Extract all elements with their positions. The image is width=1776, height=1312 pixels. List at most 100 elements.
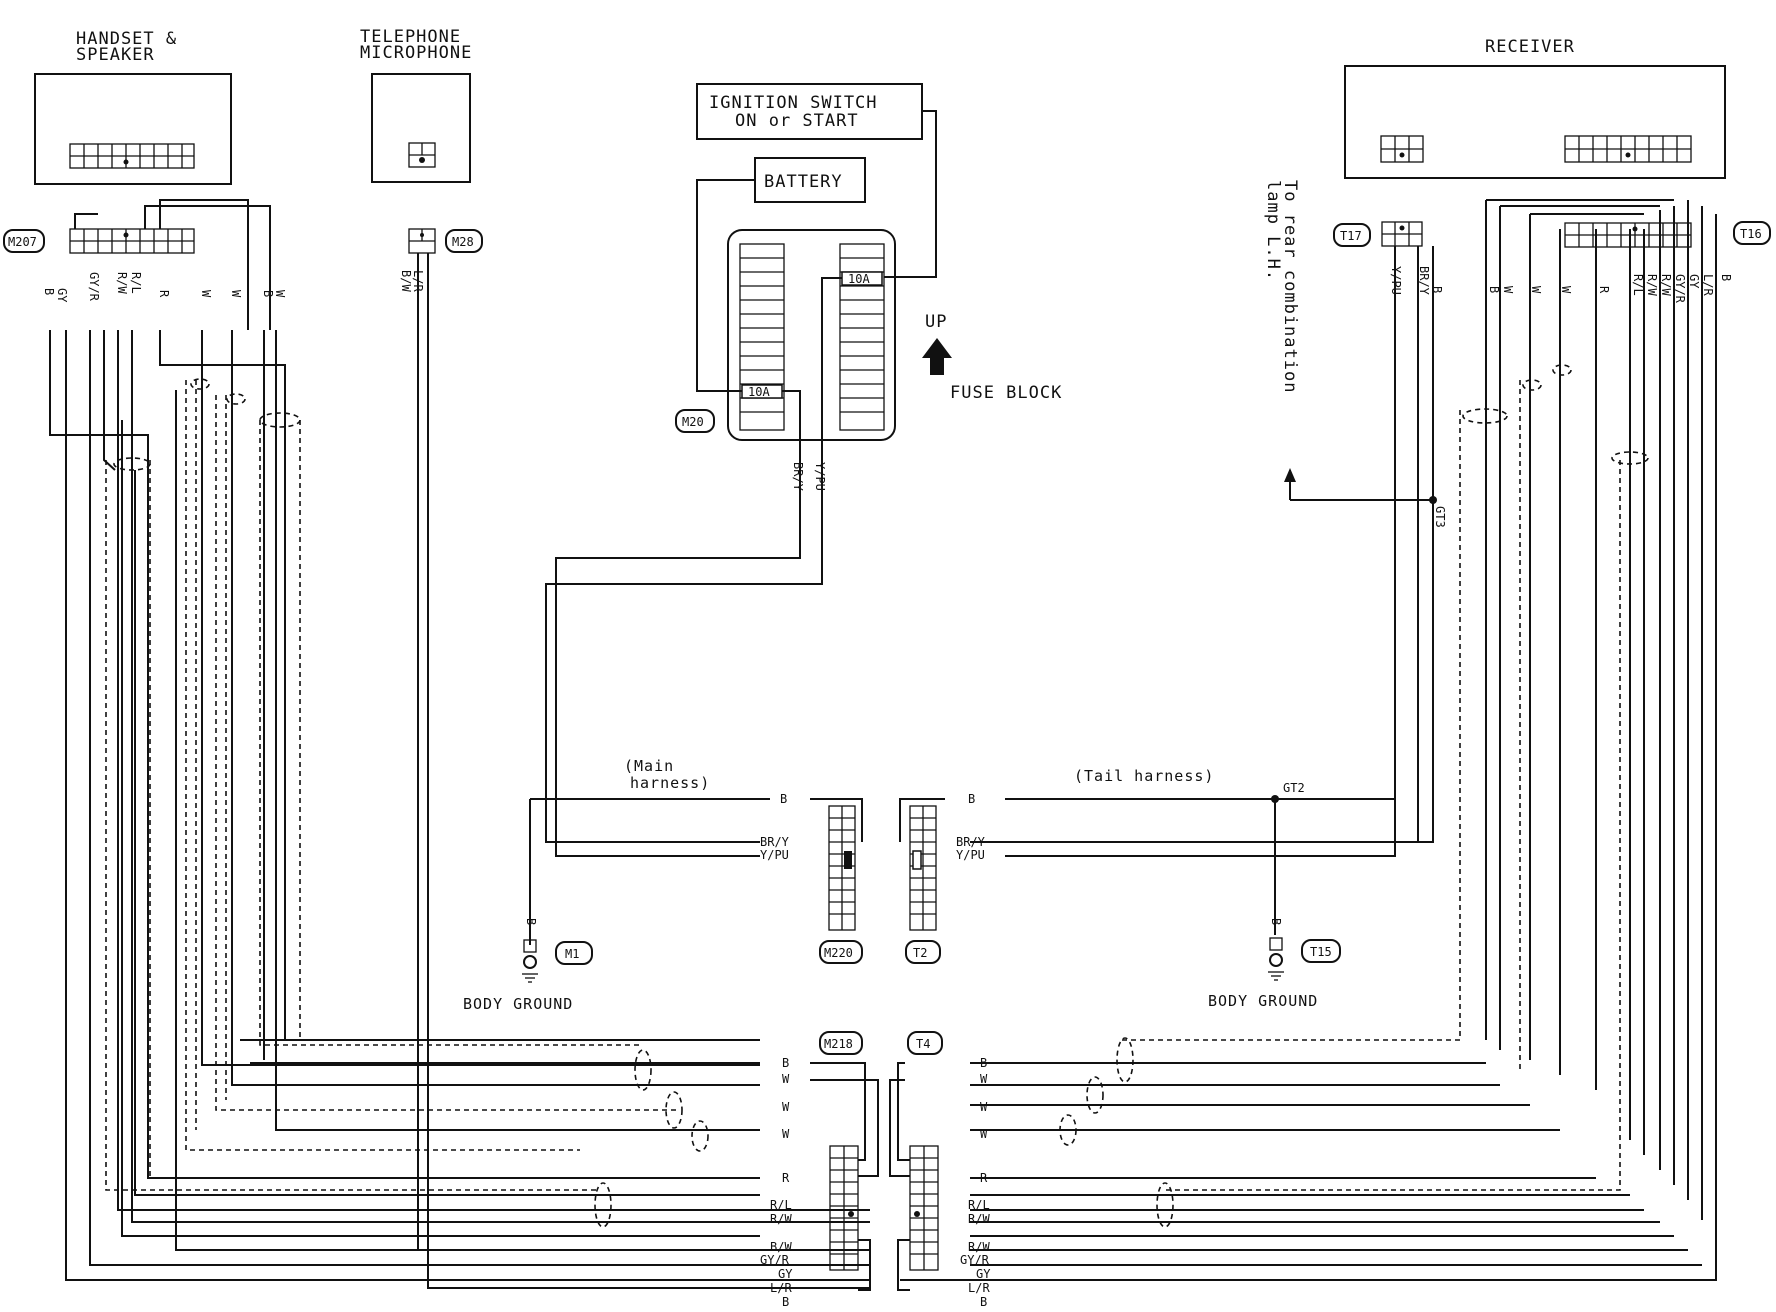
- splice-gt2-label: GT2: [1283, 781, 1305, 795]
- wire-label-bry-fuse: BR/Y: [791, 462, 805, 492]
- t16-wire-w3: W: [1559, 286, 1573, 294]
- m218-wire-lr: L/R: [770, 1281, 792, 1295]
- m218-wire-b: B: [782, 1056, 789, 1070]
- ground-m1: B M1 BODY GROUND: [463, 918, 593, 1013]
- m218-wire-w2: W: [782, 1100, 790, 1114]
- mic-label: TELEPHONE: [360, 27, 461, 47]
- battery: BATTERY: [754, 157, 866, 203]
- connector-m207-label: M207: [8, 235, 37, 249]
- t16-wire-rw: R/W: [1645, 274, 1659, 296]
- t16-wire-r: R: [1597, 286, 1611, 294]
- t16-wire-labels: B W W W R R/L R/W GY/R GY R/W L/R B: [1487, 274, 1733, 304]
- receiver-label: RECEIVER: [1485, 37, 1575, 57]
- ignition-label-2: ON or START: [735, 111, 859, 131]
- tail-harness-label: (Tail harness): [1074, 767, 1214, 785]
- wire-label-ypu-fuse: Y/PU: [813, 462, 827, 491]
- ground-t15: B T15 BODY GROUND: [1208, 918, 1341, 1010]
- fuse-block: 10A 10A UP FUSE BLOCK: [727, 229, 1061, 441]
- fuse-10a-left: 10A: [748, 385, 770, 399]
- t16-wire-rw2: R/W: [1659, 274, 1673, 296]
- connector-t16-label: T16: [1740, 227, 1762, 241]
- t4-wire-rw2: R/W: [968, 1240, 990, 1254]
- splice-gt3-label: GT3: [1433, 506, 1447, 528]
- m207-wire-w1: W: [199, 290, 213, 298]
- ignition-label: IGNITION SWITCH: [709, 93, 878, 113]
- body-ground-right: BODY GROUND: [1208, 992, 1318, 1010]
- t16-wire-gyr: GY/R: [1673, 274, 1687, 304]
- connector-m220: M220: [810, 798, 863, 964]
- left-wire-bundle: [49, 199, 870, 1281]
- connector-t2: T2: [899, 798, 945, 964]
- connector-t17-label: T17: [1340, 229, 1362, 243]
- m207-wire-b2: B: [261, 290, 275, 297]
- t16-wire-w2: W: [1529, 286, 1543, 294]
- connector-m218-label: M218: [824, 1037, 853, 1051]
- m218-wire-rw: R/W: [770, 1212, 792, 1226]
- ground-m1-wire: B: [524, 918, 538, 925]
- rear-lamp-note: To rear combination lamp L.H.: [1263, 180, 1300, 500]
- m218-wire-gy: GY: [778, 1267, 793, 1281]
- connector-m20: M20: [675, 409, 715, 433]
- connector-m220-label: M220: [824, 946, 853, 960]
- m218-wire-gyr: GY/R: [760, 1253, 790, 1267]
- t4-wire-w2: W: [980, 1100, 988, 1114]
- t17-wire-labels: Y/PU BR/Y B: [1389, 266, 1444, 296]
- m220-wire-ypu: Y/PU: [760, 848, 789, 862]
- harness-notes: (Main harness) (Tail harness): [624, 757, 1214, 792]
- t4-wire-b2: B: [980, 1295, 987, 1309]
- m207-wire-gyr: GY/R: [87, 272, 101, 302]
- right-wire-bundle: [900, 199, 1717, 1281]
- ground-t15-wire: B: [1269, 918, 1283, 925]
- t17-wire-bry: BR/Y: [1417, 266, 1431, 296]
- connector-m1-label: M1: [565, 947, 579, 961]
- main-harness-label: (Main: [624, 757, 674, 775]
- m218-wire-w3: W: [782, 1127, 790, 1141]
- m207-wire-rw: R/W: [115, 272, 129, 294]
- connector-m207: M207: [3, 228, 195, 254]
- connector-m28: M28: [408, 228, 483, 254]
- up-arrow-icon: [922, 338, 952, 375]
- t4-wire-rl: R/L: [968, 1198, 990, 1212]
- ignition-switch: IGNITION SWITCH ON or START: [696, 83, 923, 140]
- t16-wire-gy: GY: [1687, 274, 1701, 289]
- t4-wire-gy: GY: [976, 1267, 991, 1281]
- t4-wire-rw: R/W: [968, 1212, 990, 1226]
- body-ground-left: BODY GROUND: [463, 995, 573, 1013]
- handset-speaker: HANDSET & SPEAKER: [34, 29, 232, 185]
- connector-m218: M218: [819, 1031, 863, 1271]
- t16-wire-lr: L/R: [1701, 274, 1715, 296]
- telephone-microphone: TELEPHONE MICROPHONE: [360, 27, 471, 183]
- handset-label-2: SPEAKER: [76, 45, 155, 65]
- t2-wire-b: B: [968, 792, 975, 806]
- t16-wire-w1: W: [1501, 286, 1515, 294]
- t4-wire-b: B: [980, 1056, 987, 1070]
- m220-wire-bry: BR/Y: [760, 835, 790, 849]
- m207-wire-labels: GY B GY/R R/W R/L R W W B W: [42, 272, 287, 303]
- m218-wire-bw: B/W: [770, 1240, 792, 1254]
- fuse-10a-right: 10A: [848, 272, 870, 286]
- t16-wire-rl: R/L: [1631, 274, 1645, 296]
- m218-wire-labels: B W W W R R/L R/W B/W GY/R GY L/R B: [760, 1056, 793, 1309]
- rear-lamp-label: To rear combination: [1280, 180, 1300, 393]
- m220-wire-b: B: [780, 792, 787, 806]
- connector-t15-label: T15: [1310, 945, 1332, 959]
- connector-t2-label: T2: [913, 946, 927, 960]
- receiver: RECEIVER: [1344, 37, 1726, 179]
- battery-label: BATTERY: [764, 172, 843, 192]
- splice-gt3: [1429, 496, 1437, 504]
- m207-wire-w2: W: [229, 290, 243, 298]
- m28-wire-labels: L/R B/W: [399, 270, 425, 292]
- connector-t17: T17: [1333, 221, 1423, 247]
- connector-m20-label: M20: [682, 415, 704, 429]
- t4-wire-w3: W: [980, 1127, 988, 1141]
- connector-t4-label: T4: [916, 1037, 930, 1051]
- t4-wire-labels: B W W W R R/L R/W R/W GY/R GY L/R B: [960, 1056, 991, 1309]
- t4-wire-gyr: GY/R: [960, 1253, 990, 1267]
- t4-wire-lr: L/R: [968, 1281, 990, 1295]
- handset-label: HANDSET &: [76, 29, 177, 49]
- m28-wire-bw: B/W: [399, 270, 413, 292]
- connector-m28-label: M28: [452, 235, 474, 249]
- m218-wire-rl: R/L: [770, 1198, 792, 1212]
- m207-wire-w3: W: [273, 290, 287, 298]
- t4-wire-r: R: [980, 1171, 988, 1185]
